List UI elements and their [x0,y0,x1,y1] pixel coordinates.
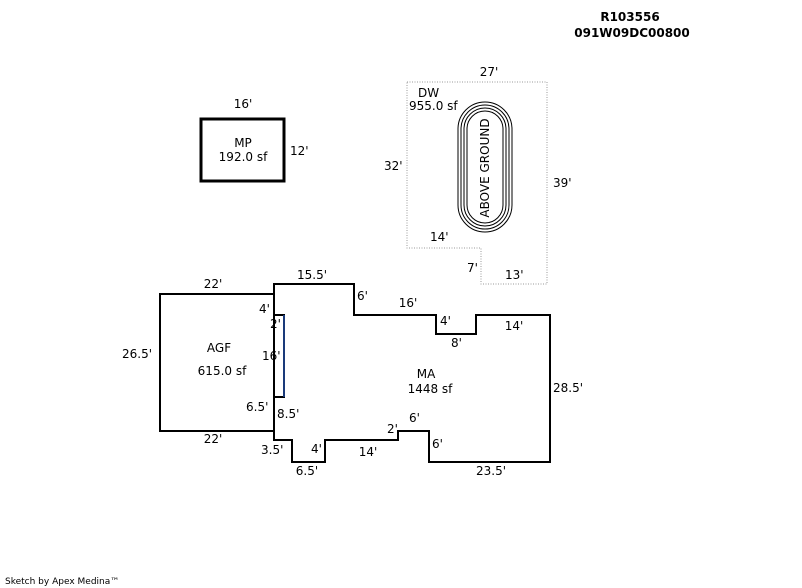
agf-area: 615.0 sf [198,364,247,378]
dw-dim-bottom: 13' [505,268,524,282]
ma-dim-s2: 4' [440,314,451,328]
dw-outline [406,81,548,285]
agf-dim-r1: 4' [259,302,270,316]
mp-dim-right: 12' [290,144,309,158]
mp-outline [199,117,286,183]
mp-area: 192.0 sf [219,150,268,164]
dw-dim-top: 27' [480,65,499,79]
ma-dim-top1: 15.5' [297,268,327,282]
ma-area: 1448 sf [408,382,454,396]
mp-code: MP [234,136,252,150]
dw-code: DW [418,86,439,100]
ma-dim-s4: 6' [432,437,443,451]
agf-dim-r3: 16' [262,349,281,363]
agf-dim-r2: 2' [270,317,281,331]
agf-dim-r4: 6.5' [246,400,268,414]
account-id: 091W09DC00800 [574,26,690,40]
dw-dim-left: 32' [384,159,403,173]
ma-dim-top2: 16' [399,296,418,310]
agf-dim-left: 26.5' [122,347,152,361]
ma-dim-right: 28.5' [553,381,583,395]
ma-dim-s7: 4' [311,442,322,456]
ma-dim-b2: 14' [359,445,378,459]
agf-dim-bottom: 22' [204,432,223,446]
ma-dim-s8: 3.5' [261,443,283,457]
ma-code: MA [417,367,436,381]
dw-dim-right: 39' [553,176,572,190]
sketch-credit: Sketch by Apex Medina™ [5,577,119,587]
dw-area: 955.0 sf [409,99,458,113]
dw-dim-inner: 14' [430,230,449,244]
ma-dim-s9: 8.5' [277,407,299,421]
ma-dim-s3: 8' [451,336,462,350]
agf-dim-top: 22' [204,277,223,291]
ma-dim-s1: 6' [357,289,368,303]
pool-label: ABOVE GROUND [478,118,492,217]
ma-dim-s5: 6' [409,411,420,425]
ma-outline [273,283,551,463]
ma-dim-bottom: 23.5' [476,464,506,478]
ma-dim-top3: 14' [505,319,524,333]
ma-dim-b3: 6.5' [296,464,318,478]
parcel-id: R103556 [600,10,659,24]
agf-code: AGF [207,341,231,355]
mp-dim-top: 16' [234,97,253,111]
above-ground-pool-icon [457,101,513,233]
dw-dim-step: 7' [467,261,478,275]
ma-dim-s6: 2' [387,422,398,436]
